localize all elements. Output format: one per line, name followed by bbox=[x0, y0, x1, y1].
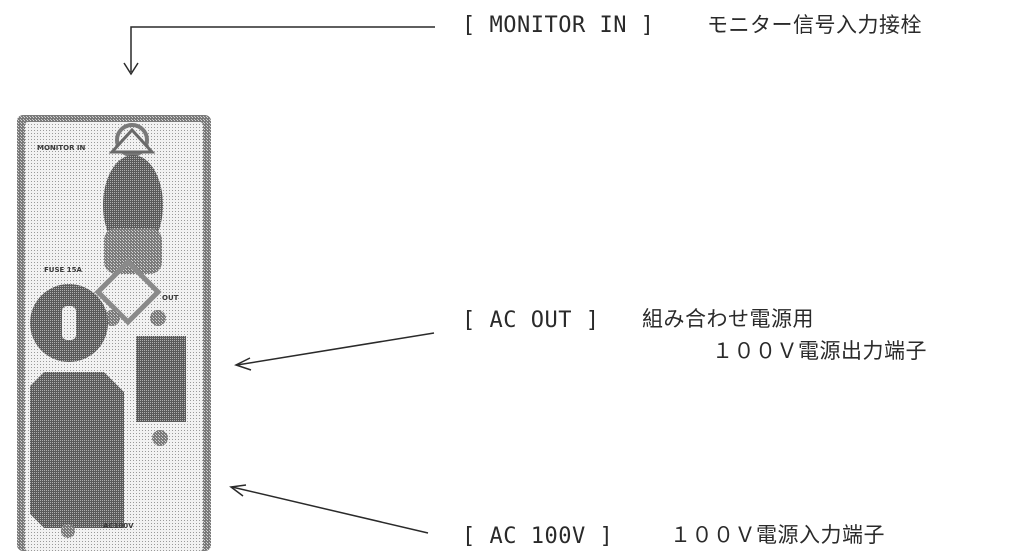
ac-100v-desc: １００Ｖ電源入力端子 bbox=[670, 523, 885, 547]
panel-label-out: OUT bbox=[162, 294, 179, 302]
ac-out-tag: [ AC OUT ] bbox=[462, 308, 600, 333]
monitor-in-connector-icon bbox=[108, 123, 156, 157]
ac-out-desc-line1: 組み合わせ電源用 bbox=[642, 307, 814, 331]
monitor-in-tag: [ MONITOR IN ] bbox=[462, 13, 655, 38]
fuse-holder bbox=[30, 284, 108, 362]
panel-label-ac: AC100V bbox=[103, 522, 134, 530]
ac-out-desc-line2: １００Ｖ電源出力端子 bbox=[712, 339, 927, 363]
ac-100v-arrow bbox=[229, 484, 429, 534]
ac-100v-tag: [ AC 100V ] bbox=[462, 524, 614, 549]
monitor-in-socket bbox=[103, 155, 163, 274]
monitor-in-desc: モニター信号入力接栓 bbox=[707, 13, 922, 37]
connector-lattice bbox=[94, 258, 166, 326]
panel-label-monitor-in: MONITOR IN bbox=[37, 144, 86, 152]
monitor-in-leader bbox=[123, 26, 435, 76]
ac-out-arrow bbox=[234, 332, 435, 371]
ac-out-outlet bbox=[136, 336, 186, 446]
ac-100v-inlet bbox=[30, 372, 124, 538]
panel-label-fuse: FUSE 15A bbox=[44, 266, 82, 274]
rear-panel: MONITOR IN FUSE 15A OUT AC100V bbox=[17, 115, 211, 551]
